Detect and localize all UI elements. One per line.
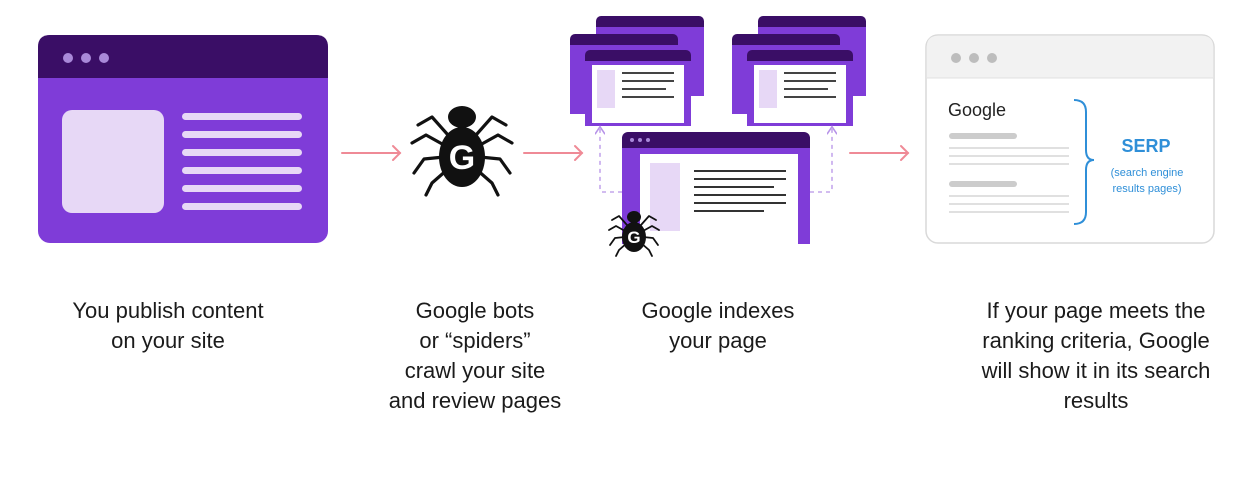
serp-window: Google SERP (search engine results pages… [925,34,1215,244]
step-caption-crawl: Google bots or “spiders” crawl your site… [388,298,562,413]
serp-bracket [1073,99,1095,225]
serp-subtitle-line-2: results pages) [1112,183,1181,195]
serp-subtitle-line-1: (search engine [1111,167,1184,179]
step-caption-index: Google indexes your page [641,298,795,353]
published-site-window [38,35,328,243]
arrow-right-icon [523,145,584,161]
serp-title: SERP [1121,136,1170,156]
step-caption-publish: You publish content on your site [72,298,264,353]
indexed-page-window [622,132,810,244]
spider-letter: G [627,228,640,247]
serp-brand-logo: Google [948,100,1006,120]
indexed-pages-stack-right [732,16,866,126]
serp-result-lines [949,133,1069,213]
arrow-right-icon [849,145,910,161]
step-caption-rank: If your page meets the ranking criteria,… [981,298,1211,413]
arrow-right-icon [341,145,402,161]
spider-letter: G [449,139,475,177]
spider-icon: G [608,211,660,257]
indexed-pages-stack-left [570,16,704,126]
index-connector-lines [600,128,832,193]
spider-icon: G [410,106,514,197]
